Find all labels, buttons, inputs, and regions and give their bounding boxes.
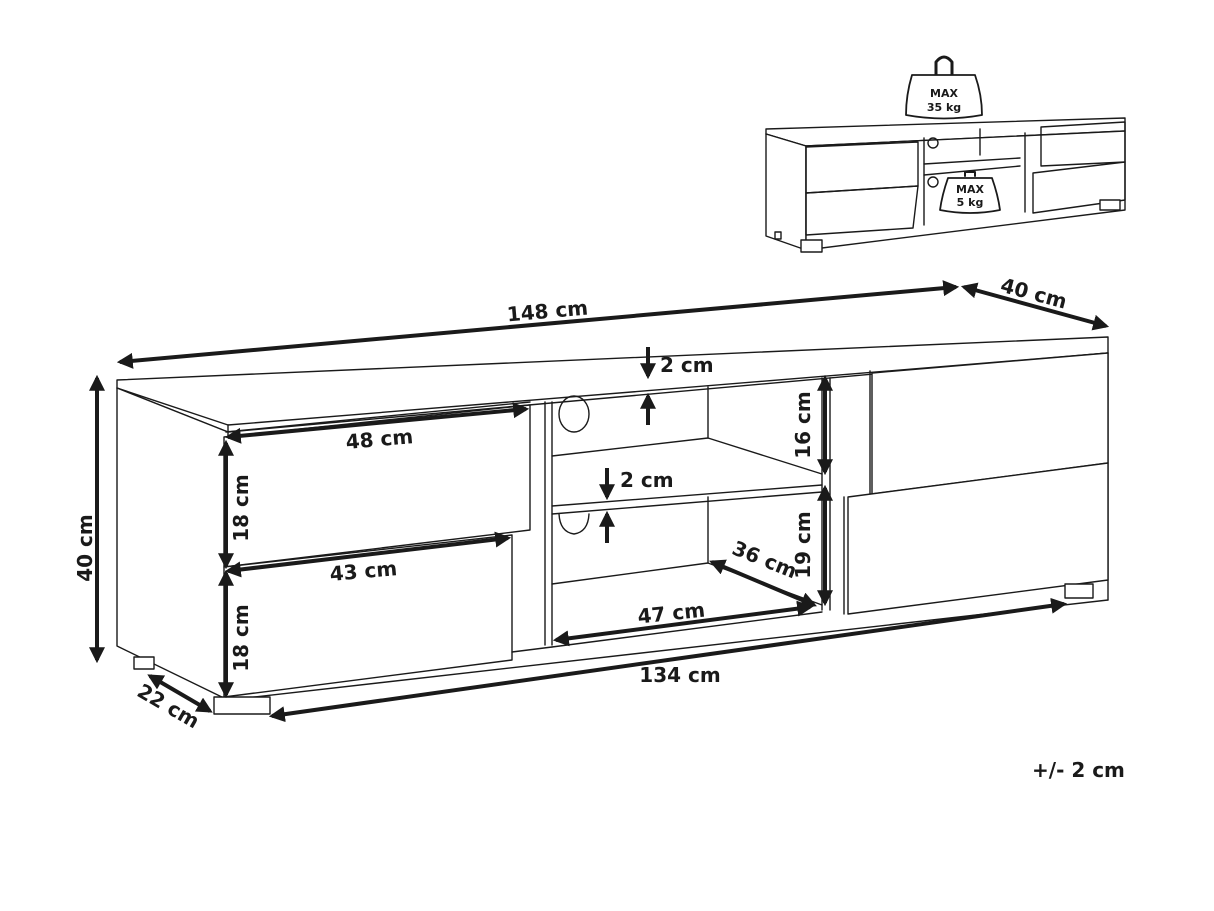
dimension-height: 40 cm [73,374,105,664]
dimension-top-thickness: 2 cm [640,347,714,425]
dimension-top-drawer-width: 48 cm [224,402,530,454]
svg-text:48 cm: 48 cm [345,424,414,454]
dimension-base-width: 134 cm [268,597,1068,723]
svg-text:36 cm: 36 cm [729,536,801,584]
svg-text:18 cm: 18 cm [229,474,253,542]
dimension-lower-compartment: 19 cm [791,484,833,607]
weight-icon-5kg: MAX 5 kg [939,171,1001,214]
dimension-overall-width: 148 cm [116,280,960,369]
svg-text:MAX: MAX [930,87,958,100]
dimension-bottom-drawer-height: 18 cm [218,569,253,699]
dimension-upper-compartment: 16 cm [791,374,833,476]
svg-text:134 cm: 134 cm [639,663,720,687]
dimension-bottom-drawer-width: 43 cm [224,531,512,586]
svg-text:5 kg: 5 kg [957,196,984,209]
tolerance-note: +/- 2 cm [1032,758,1125,782]
dimension-depth: 40 cm [960,273,1110,331]
svg-text:2 cm: 2 cm [620,468,674,492]
dimension-shelf-thickness: 2 cm [599,468,674,543]
main-view [116,336,1109,715]
weight-icon-35kg: MAX 35 kg [905,55,983,120]
dimension-top-drawer-height: 18 cm [218,439,253,570]
svg-text:2 cm: 2 cm [660,353,714,377]
svg-text:18 cm: 18 cm [229,604,253,672]
thumbnail-view: MAX 35 kg MAX 5 kg [765,55,1126,253]
svg-text:40 cm: 40 cm [73,514,97,582]
svg-text:43 cm: 43 cm [329,556,398,586]
svg-text:35 kg: 35 kg [927,101,961,114]
svg-text:MAX: MAX [956,183,984,196]
svg-text:16 cm: 16 cm [791,391,815,459]
